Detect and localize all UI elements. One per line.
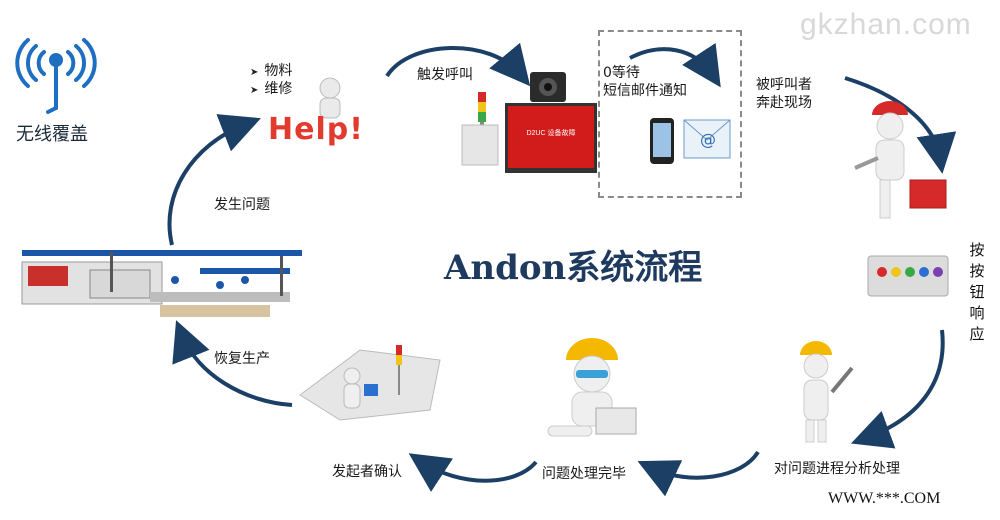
andon-monitor: D2UC 设备故障	[505, 103, 597, 173]
label-sms-email: 短信邮件通知	[603, 83, 687, 99]
worker-wrench-illustration	[800, 341, 854, 443]
arrow-analyze	[637, 450, 760, 497]
label-confirm: 发起者确认	[332, 464, 402, 480]
arrow-press	[850, 329, 945, 449]
svg-text:@: @	[700, 130, 716, 149]
page-title: Andon系统流程	[444, 248, 703, 288]
andon-button-box-icon	[867, 255, 949, 297]
watermark: gkzhan.com	[800, 8, 972, 41]
arrow-resume	[172, 320, 293, 407]
footer-url: WWW.***.COM	[828, 490, 941, 507]
label-analyze: 对问题进程分析处理	[774, 461, 900, 477]
help-item-material: 物料	[250, 62, 292, 82]
monitor-text: D2UC 设备故障	[526, 130, 576, 137]
label-zero-wait: 0等待	[603, 65, 640, 81]
label-press-button: 按按钮响应	[969, 241, 985, 343]
arrow-problem	[167, 114, 261, 246]
label-done: 问题处理完毕	[542, 466, 626, 482]
andon-tower-light-icon	[461, 92, 499, 166]
label-rush-to-site: 奔赴现场	[756, 95, 812, 111]
arrow-trigger	[385, 42, 531, 87]
repairman-illustration	[854, 101, 947, 219]
help-word: Help!	[268, 112, 364, 147]
label-problem: 发生问题	[214, 197, 270, 213]
wifi-label: 无线覆盖	[16, 124, 88, 145]
notification-frame	[598, 30, 742, 198]
label-callee: 被呼叫者	[756, 77, 812, 93]
email-icon: @	[683, 119, 731, 159]
production-line-illustration	[21, 250, 302, 317]
label-trigger-call: 触发呼叫	[417, 67, 473, 83]
operator-workstation-illustration	[299, 345, 441, 421]
help-figure-illustration	[319, 77, 341, 119]
label-resume: 恢复生产	[214, 351, 270, 367]
worker-laptop-illustration	[547, 338, 637, 437]
arrow-done	[408, 453, 538, 492]
wifi-tower-icon	[15, 38, 97, 114]
arrow-rush	[844, 76, 957, 174]
help-item-repair: 维修	[250, 80, 292, 100]
arrow-notify-out	[629, 42, 721, 88]
help-word-text: Help!	[268, 112, 364, 147]
camera-icon	[530, 72, 566, 102]
phone-icon	[650, 118, 674, 164]
